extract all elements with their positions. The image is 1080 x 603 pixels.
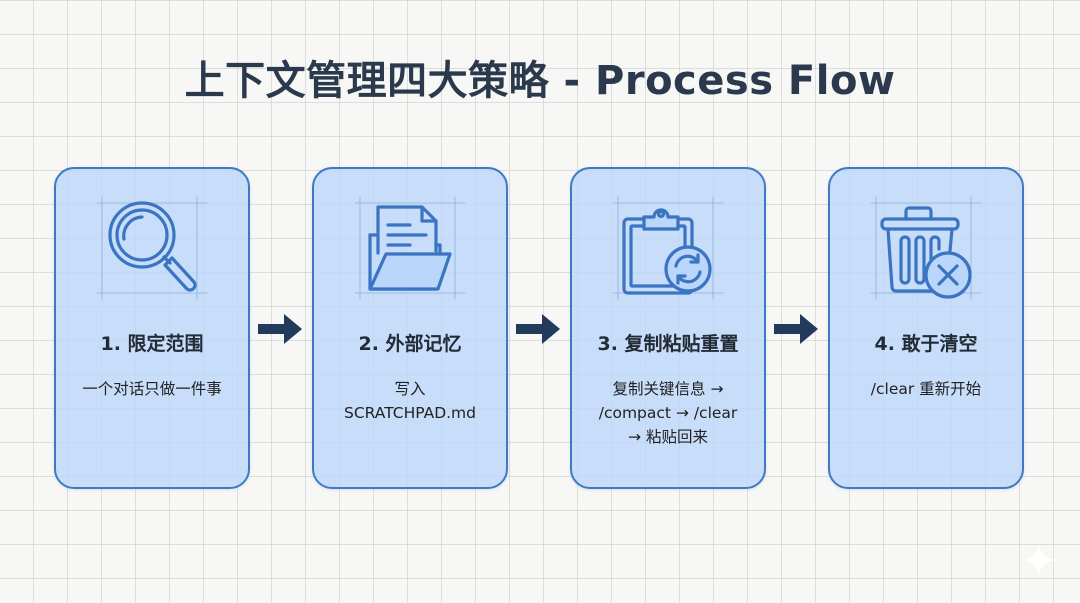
trash-clear-icon xyxy=(870,196,982,300)
desc-line: 写入 xyxy=(394,380,426,398)
desc-line: /compact → /clear xyxy=(598,404,738,422)
arrow-right-icon xyxy=(774,312,820,346)
step-description: /clear 重新开始 xyxy=(840,377,1012,401)
step-title: 3. 复制粘贴重置 xyxy=(597,333,739,355)
clipboard-refresh-icon xyxy=(612,196,724,300)
step-card-copy-paste-reset: 3. 复制粘贴重置 复制关键信息 → /compact → /clear → 粘… xyxy=(570,167,766,489)
step-description: 写入 SCRATCHPAD.md xyxy=(324,377,496,425)
step-title: 2. 外部记忆 xyxy=(358,333,462,355)
sparkle-watermark-icon xyxy=(1022,543,1056,577)
step-card-dare-to-clear: 4. 敢于清空 /clear 重新开始 xyxy=(828,167,1024,489)
desc-line: /clear 重新开始 xyxy=(870,380,982,398)
desc-line: SCRATCHPAD.md xyxy=(344,404,476,422)
desc-line: 一个对话只做一件事 xyxy=(82,380,222,398)
step-description: 复制关键信息 → /compact → /clear → 粘贴回来 xyxy=(582,377,754,449)
page-title: 上下文管理四大策略 - Process Flow xyxy=(184,58,896,104)
magnifying-glass-icon xyxy=(96,196,208,300)
folder-document-icon xyxy=(354,196,466,300)
step-description: 一个对话只做一件事 xyxy=(66,377,238,401)
arrow-right-icon xyxy=(258,312,304,346)
step-title: 4. 敢于清空 xyxy=(874,333,978,355)
desc-line: → 粘贴回来 xyxy=(628,428,708,446)
step-card-limit-scope: 1. 限定范围 一个对话只做一件事 xyxy=(54,167,250,489)
arrow-right-icon xyxy=(516,312,562,346)
step-title: 1. 限定范围 xyxy=(100,333,204,355)
desc-line: 复制关键信息 → xyxy=(612,380,724,398)
step-card-external-memory: 2. 外部记忆 写入 SCRATCHPAD.md xyxy=(312,167,508,489)
